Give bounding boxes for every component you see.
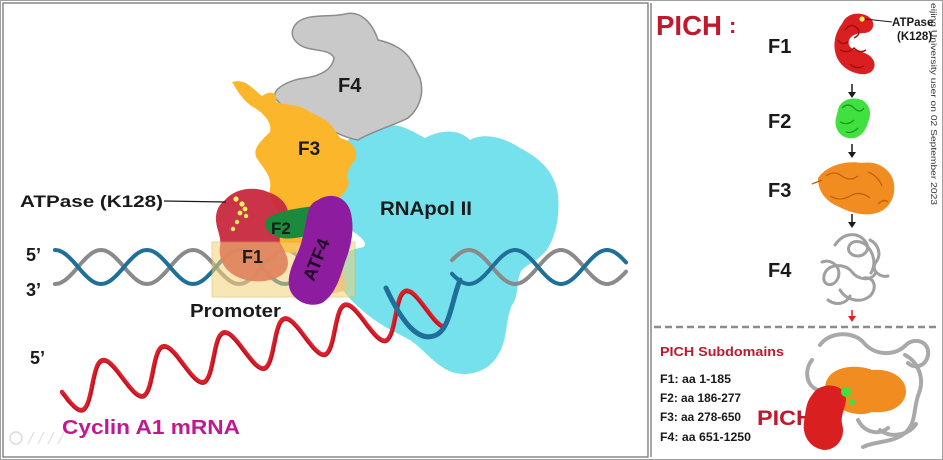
- pich-title-colon: :: [729, 13, 736, 38]
- arrow-f4-to-full: [848, 310, 856, 322]
- atpase-leader-line: [163, 200, 227, 203]
- f4-structure-coil: [826, 294, 852, 305]
- dna-right-segment: [450, 248, 628, 286]
- dna-3prime-label: 3’: [26, 280, 41, 300]
- arrow-head-icon: [848, 152, 856, 158]
- subdomain-f1: F1: aa 1-185: [660, 374, 732, 386]
- promoter-label: Promoter: [190, 301, 281, 321]
- f2-structure-body: [835, 98, 870, 139]
- f4-structure-coil: [868, 238, 890, 278]
- atpase-dot: [239, 201, 245, 207]
- f4-structure-coil: [833, 233, 876, 275]
- subdomain-f2: F2: aa 186-277: [660, 393, 741, 405]
- dna-bubble-strand: [383, 277, 463, 340]
- atpase-structure-leader: [864, 18, 893, 23]
- watermark-mark-icon: [27, 431, 65, 445]
- subdomains-title: PICH Subdomains: [660, 344, 784, 359]
- full-pich-structure: [803, 332, 931, 450]
- left-panel: F4 F3 ATPase (K128) F2 F1 ATF4 RNApol II…: [9, 12, 628, 445]
- full-pich-f4-coils: [805, 332, 931, 449]
- f4-domain-shape: [274, 12, 423, 141]
- arrow-head-icon: [848, 316, 856, 322]
- f3-structure-helices: [811, 171, 889, 205]
- f1-atpase-site: [859, 16, 865, 22]
- arrow-f3-to-f4: [848, 214, 856, 228]
- atpase-dot: [230, 226, 236, 232]
- arrow-head-icon: [848, 92, 856, 98]
- mrna-strand: [59, 288, 445, 413]
- subdomain-f3: F3: aa 278-650: [660, 412, 741, 424]
- f2-label: F2: [271, 219, 291, 238]
- f1-structure-helices: [837, 24, 867, 69]
- full-structure-coil: [861, 353, 924, 449]
- atpase-dot: [237, 210, 243, 216]
- rnapol-ii-shape: [323, 125, 559, 375]
- mrna-strand-edge: [62, 292, 444, 413]
- f3-structure: [811, 162, 895, 215]
- watermark-circle-icon: [9, 431, 23, 445]
- rnapol-ii-label: RNApol II: [380, 199, 472, 220]
- left-panel-frame: [2, 2, 649, 458]
- stage-f3-label: F3: [768, 180, 791, 202]
- f4-structure: [820, 233, 890, 305]
- full-structure-coil: [856, 418, 890, 435]
- subdomain-f4: F4: aa 651-1250: [660, 432, 751, 444]
- atpase-structure-label-line2: (K128): [897, 31, 932, 43]
- f1-structure: [834, 13, 875, 75]
- f4-label: F4: [338, 75, 362, 97]
- f1-label: F1: [242, 247, 263, 267]
- f4-structure-coil: [820, 259, 878, 286]
- arrow-f2-to-f3: [848, 144, 856, 158]
- full-pich-f1-region: [803, 385, 846, 450]
- stage-f4-label: F4: [768, 260, 792, 282]
- right-panel: PICH : F1 F2 F3 F4 ATPase (K128): [654, 3, 939, 450]
- stage-f2-label: F2: [768, 111, 791, 133]
- stage-f1-label: F1: [768, 36, 791, 58]
- dna-5prime-label: 5’: [26, 245, 41, 265]
- side-note: eijing University user on 02 September 2…: [929, 3, 939, 205]
- cyclin-a1-mrna: [59, 288, 445, 413]
- full-structure-coil: [805, 358, 820, 392]
- dna-strand-blue-right: [450, 248, 628, 286]
- mrna-label: Cyclin A1 mRNA: [62, 417, 240, 439]
- f2-structure-helices: [839, 104, 865, 134]
- atf4-shape: [288, 195, 353, 305]
- atpase-dot: [234, 219, 240, 225]
- f3-structure-body: [818, 162, 895, 215]
- atpase-site-marker: [230, 196, 249, 232]
- full-pich-f2-region: [849, 399, 855, 405]
- mrna-5prime-label: 5’: [30, 348, 45, 368]
- f4-structure-coil: [838, 276, 876, 302]
- watermark-logo: [9, 431, 65, 445]
- full-pich-f2-region: [841, 387, 851, 397]
- arrow-head-icon: [848, 222, 856, 228]
- f1-structure-body: [834, 13, 875, 75]
- atpase-dot: [242, 206, 248, 212]
- atpase-structure-label-line1: ATPase: [892, 17, 933, 29]
- full-structure-coil: [818, 332, 931, 369]
- pich-title: PICH: [656, 10, 722, 41]
- arrow-f1-to-f2: [848, 84, 856, 98]
- f2-structure: [835, 98, 870, 139]
- full-pich-label: PICH: [757, 407, 813, 430]
- atpase-dot: [243, 213, 249, 219]
- atpase-dot: [233, 196, 239, 202]
- f3-label: F3: [298, 139, 320, 160]
- atpase-label: ATPase (K128): [20, 192, 163, 211]
